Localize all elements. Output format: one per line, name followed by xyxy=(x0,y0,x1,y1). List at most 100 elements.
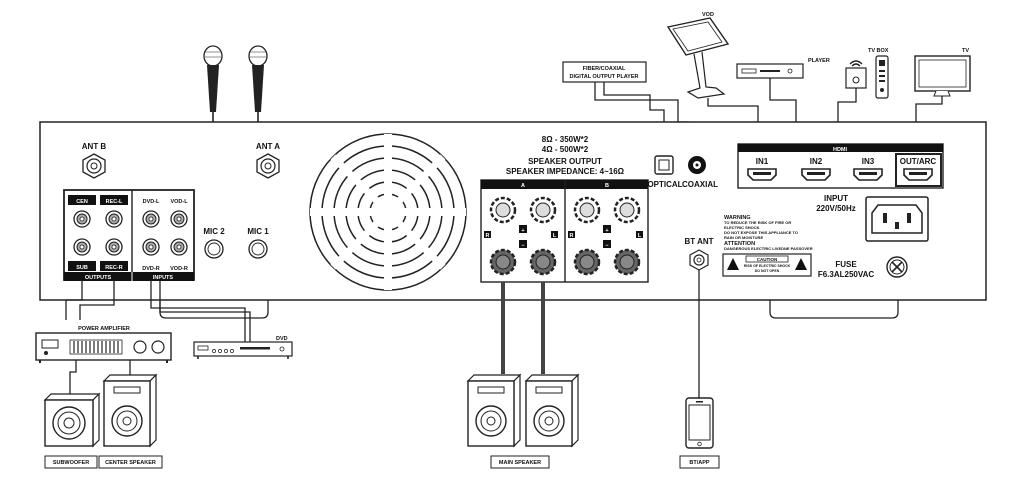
attention-line: DANGEROUS ELECTRIC LIVEDNE PASSOVER xyxy=(724,246,813,251)
bt-app-label: BT/APP xyxy=(689,460,710,466)
center-speaker-label: CENTER SPEAKER xyxy=(105,460,156,466)
binding-post-a-l-plus[interactable] xyxy=(529,196,557,224)
binding-post-a-r-minus[interactable] xyxy=(489,248,517,276)
vod-r-label: VOD-R xyxy=(170,266,188,272)
coaxial-port[interactable] xyxy=(688,156,706,174)
rca-jack-sub[interactable] xyxy=(73,238,91,256)
subwoofer-label-box: SUBWOOFER xyxy=(44,455,98,469)
hdmi-in2-port[interactable] xyxy=(801,168,831,181)
main-speaker-label-box: MAIN SPEAKER xyxy=(490,455,550,469)
hdmi-in2-label: IN2 xyxy=(810,157,823,166)
speaker-output-title: SPEAKER OUTPUT xyxy=(528,157,602,166)
main-speaker-label: MAIN SPEAKER xyxy=(499,460,541,466)
hdmi-out-arc-label: OUT/ARC xyxy=(900,157,937,166)
power-inlet[interactable] xyxy=(865,196,929,242)
bt-app-label-box: BT/APP xyxy=(679,455,720,469)
fiber-player-label-2: DIGITAL OUTPUT PLAYER xyxy=(570,74,639,80)
bt-antenna-connector[interactable] xyxy=(689,249,709,271)
cen-label: CEN xyxy=(76,199,88,205)
mic-2-jack[interactable] xyxy=(204,239,224,259)
binding-post-a-r-plus[interactable] xyxy=(489,196,517,224)
rca-jack-rec-r[interactable] xyxy=(105,238,123,256)
fuse-label: FUSE xyxy=(835,260,857,269)
power-input-label: INPUT xyxy=(824,194,848,203)
ch-b-plus: + xyxy=(605,228,608,234)
ch-a-r-label: R xyxy=(486,233,490,239)
right-foot xyxy=(769,300,899,319)
subwoofer-label: SUBWOOFER xyxy=(53,460,89,466)
tv-box-label: TV BOX xyxy=(868,48,889,54)
fuse-holder[interactable] xyxy=(886,256,908,278)
ant-a-connector[interactable] xyxy=(256,153,280,179)
bt-ant-label: BT ANT xyxy=(684,237,713,246)
binding-post-b-r-minus[interactable] xyxy=(573,248,601,276)
dvd-label: DVD xyxy=(276,336,288,342)
ch-b-l-label: L xyxy=(638,233,642,239)
dvd-in-cable-2 xyxy=(159,280,251,342)
fan-grille xyxy=(309,133,467,291)
binding-post-b-l-minus[interactable] xyxy=(613,248,641,276)
fiber-cable xyxy=(603,82,665,160)
hdmi-in3-label: IN3 xyxy=(862,157,875,166)
player-cable xyxy=(769,78,797,122)
hdmi-in3-port[interactable] xyxy=(853,168,883,181)
ch-b-r-label: R xyxy=(570,233,574,239)
amp-to-sub-cable xyxy=(69,360,77,395)
rca-jack-vod-l[interactable] xyxy=(170,210,188,228)
vod-l-label: VOD-L xyxy=(170,199,188,205)
tv-device: TV xyxy=(914,48,971,97)
optical-label: OPTICAL xyxy=(647,180,682,189)
warning-block: WARNING TO REDUCE THE RISK OF FIRE OR EL… xyxy=(724,215,813,251)
mic-2-label: MIC 2 xyxy=(203,227,225,236)
rca-jack-vod-r[interactable] xyxy=(170,238,188,256)
caution-line-1: RISK OF ELECTRIC SHOCK xyxy=(744,264,791,268)
rca-jack-cen[interactable] xyxy=(73,210,91,228)
inputs-label: INPUTS xyxy=(153,275,174,281)
tv-label: TV xyxy=(962,48,969,54)
main-speaker-right xyxy=(524,373,580,448)
outputs-label: OUTPUTS xyxy=(85,275,112,281)
mic-1-jack[interactable] xyxy=(248,239,268,259)
ch-a-plus: + xyxy=(521,228,524,234)
mic-1-label: MIC 1 xyxy=(247,227,269,236)
hdmi-out-arc-port[interactable] xyxy=(903,168,933,181)
speaker-spec-8ohm: 8Ω - 350W*2 xyxy=(542,135,589,144)
rec-l-label: REC-L xyxy=(106,199,123,205)
rca-jack-dvd-l[interactable] xyxy=(142,210,160,228)
tv-cable xyxy=(915,96,943,122)
sub-label: SUB xyxy=(76,265,88,271)
rca-panel: OUTPUTS INPUTS CEN REC-L SUB REC-R DVD-L… xyxy=(63,189,195,281)
center-out-cable xyxy=(79,280,115,320)
vod-label: VOD xyxy=(702,12,714,18)
vod-cable xyxy=(707,98,759,122)
binding-post-b-r-plus[interactable] xyxy=(573,196,601,224)
player-device: PLAYER xyxy=(736,58,830,79)
dvd-in-cable xyxy=(150,280,246,342)
smartphone-device xyxy=(685,397,714,449)
hdmi-in1-label: IN1 xyxy=(756,157,769,166)
main-speaker-left xyxy=(466,373,522,448)
hdmi-in1-port[interactable] xyxy=(747,168,777,181)
binding-post-a-l-minus[interactable] xyxy=(529,248,557,276)
tv-box-cable xyxy=(837,88,857,122)
ch-b-minus: − xyxy=(605,243,608,249)
ch-a-minus: − xyxy=(521,243,524,249)
channel-b-label: B xyxy=(605,183,609,189)
fiber-coaxial-player: FIBER/COAXIAL DIGITAL OUTPUT PLAYER xyxy=(562,61,647,83)
caution-label: CAUTION RISK OF ELECTRIC SHOCK DO NOT OP… xyxy=(722,253,812,277)
fuse-rating-label: F6.3AL250VAC xyxy=(818,270,875,279)
sub-out-cable xyxy=(65,280,83,320)
ant-b-connector[interactable] xyxy=(82,153,106,179)
dvd-l-label: DVD-L xyxy=(143,199,160,205)
rec-r-label: REC-R xyxy=(105,265,122,271)
binding-post-b-l-plus[interactable] xyxy=(613,196,641,224)
caution-line-2: DO NOT OPEN xyxy=(755,269,780,273)
power-amplifier-label: POWER AMPLIFIER xyxy=(78,326,130,332)
rca-jack-rec-l[interactable] xyxy=(105,210,123,228)
attention-title: ATTENTION xyxy=(724,241,755,247)
optical-port[interactable] xyxy=(654,155,674,175)
speaker-impedance: SPEAKER IMPEDANCE: 4~16Ω xyxy=(506,167,625,176)
ant-b-label: ANT B xyxy=(82,142,107,151)
rca-jack-dvd-r[interactable] xyxy=(142,238,160,256)
